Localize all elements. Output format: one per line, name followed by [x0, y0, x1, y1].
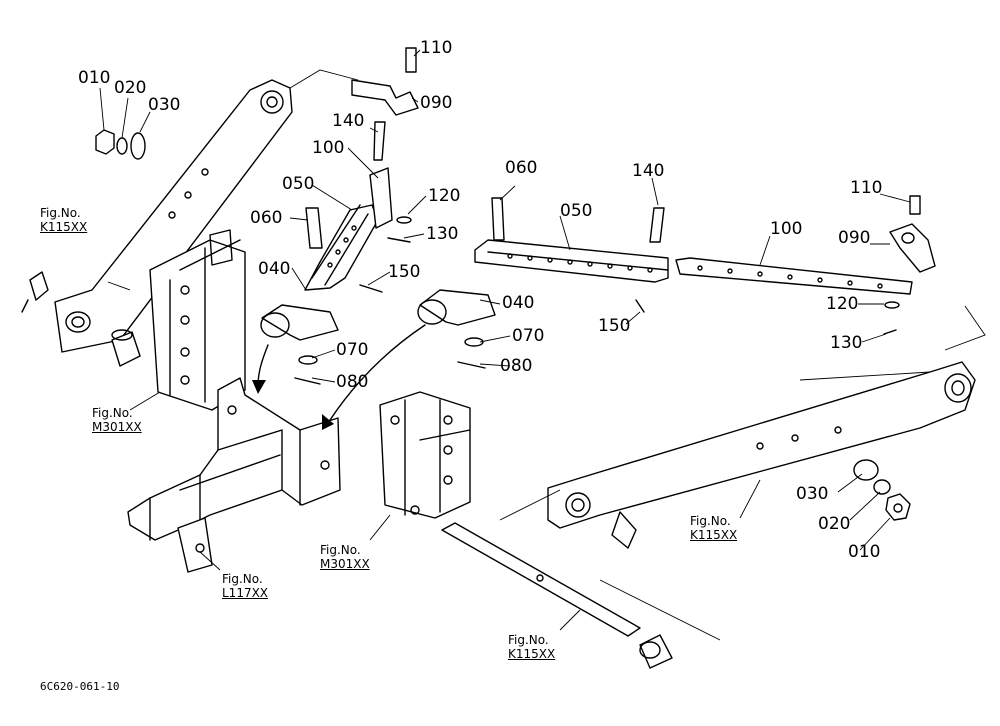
assembly-arrows [252, 324, 426, 430]
part-label-090-right: 090 [838, 228, 871, 248]
part-label-130-left: 130 [426, 224, 459, 244]
left-top-link [304, 47, 419, 293]
right-top-link [474, 195, 936, 335]
part-label-070-left: 070 [336, 340, 369, 360]
part-label-140-left: 140 [332, 111, 365, 131]
part-label-130-right: 130 [830, 333, 863, 353]
figure-ref-prefix: Fig.No. [508, 633, 549, 647]
part-label-120-right: 120 [826, 294, 859, 314]
part-label-060-left: 060 [250, 208, 283, 228]
figure-ref-code: M301XX [320, 557, 370, 571]
part-label-090-top: 090 [420, 93, 453, 113]
part-label-080-left: 080 [336, 372, 369, 392]
part-label-110-right: 110 [850, 178, 883, 198]
figure-ref-m301-a[interactable]: Fig.No. M301XX [92, 406, 142, 434]
figure-ref-prefix: Fig.No. [320, 543, 361, 557]
cross-shaft [441, 522, 673, 669]
drawbar-frame [127, 377, 341, 573]
right-bracket-frame [379, 391, 471, 519]
figure-ref-code: K115XX [508, 647, 556, 661]
part-label-110-top: 110 [420, 38, 453, 58]
figure-ref-code: K115XX [40, 220, 88, 234]
part-label-120-left: 120 [428, 186, 461, 206]
part-label-070-right: 070 [512, 326, 545, 346]
figure-ref-code: M301XX [92, 420, 142, 434]
part-label-140-right: 140 [632, 161, 665, 181]
part-label-030-left: 030 [148, 95, 181, 115]
left-hardware [95, 129, 146, 160]
part-label-080-right: 080 [500, 356, 533, 376]
part-label-020-left: 020 [114, 78, 147, 98]
figure-ref-m301-b[interactable]: Fig.No. M301XX [320, 543, 370, 571]
part-label-100-left: 100 [312, 138, 345, 158]
figure-ref-l117[interactable]: Fig.No. L117XX [222, 572, 268, 600]
part-label-020-right: 020 [818, 514, 851, 534]
right-clevis [417, 289, 496, 369]
part-label-010-left: 010 [78, 68, 111, 88]
part-label-030-right: 030 [796, 484, 829, 504]
part-label-150-right: 150 [598, 316, 631, 336]
left-clevis [260, 304, 339, 385]
figure-ref-code: K115XX [690, 528, 738, 542]
part-label-060-right: 060 [505, 158, 538, 178]
left-bracket-frame [111, 229, 246, 411]
figure-ref-k115-a[interactable]: Fig.No. K115XX [40, 206, 87, 234]
part-label-010-right: 010 [848, 542, 881, 562]
figure-ref-k115-c[interactable]: Fig.No. K115XX [508, 633, 555, 661]
part-label-040-left: 040 [258, 259, 291, 279]
figure-ref-k115-b[interactable]: Fig.No. K115XX [690, 514, 737, 542]
figure-ref-code: L117XX [222, 586, 269, 600]
figure-ref-prefix: Fig.No. [222, 572, 263, 586]
part-label-040-right: 040 [502, 293, 535, 313]
figure-ref-prefix: Fig.No. [40, 206, 81, 220]
part-label-150-left: 150 [388, 262, 421, 282]
leader-lines [99, 49, 986, 641]
drawing-code: 6C620-061-10 [40, 680, 120, 693]
part-label-050-right: 050 [560, 201, 593, 221]
figure-ref-prefix: Fig.No. [690, 514, 731, 528]
figure-ref-prefix: Fig.No. [92, 406, 133, 420]
right-lower-link [547, 361, 976, 549]
part-label-050-left: 050 [282, 174, 315, 194]
part-label-100-right: 100 [770, 219, 803, 239]
